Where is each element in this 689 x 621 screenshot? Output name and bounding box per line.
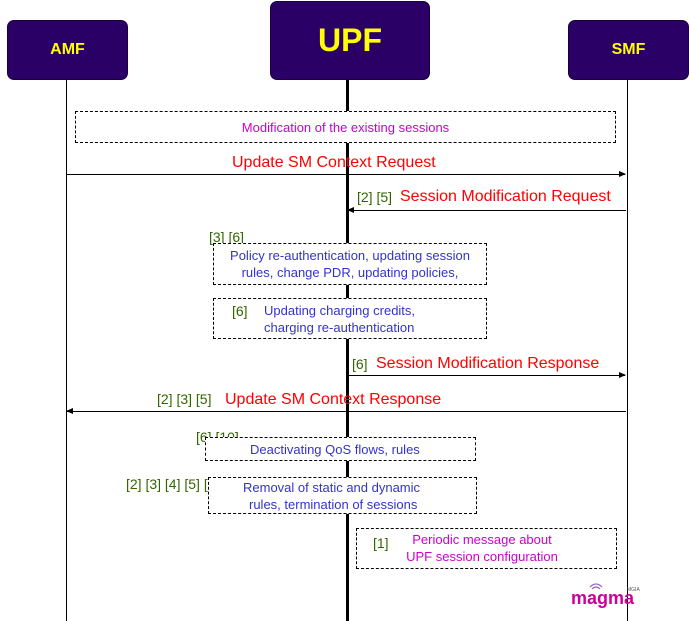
charging-note-line2: charging re-authentication [264, 320, 415, 335]
amf-participant: AMF [7, 20, 128, 80]
periodic-note: [1] Periodic message about UPF session c… [356, 528, 617, 569]
policy-note: Policy re-authentication, updating sessi… [213, 243, 487, 285]
modification-note: Modification of the existing sessions [75, 111, 616, 143]
charging-note-line1: Updating charging credits, [264, 303, 416, 318]
session-mod-response-ref: [6] [352, 356, 368, 372]
upf-lifeline [346, 80, 349, 621]
periodic-ref: [1] [373, 535, 389, 551]
session-mod-response-label: Session Modification Response [376, 355, 600, 372]
removal-note-line2: rules, termination of sessions [249, 496, 418, 512]
charging-note-body: [6] Updating charging credits, charging … [214, 299, 486, 338]
charging-note: [6] Updating charging credits, charging … [213, 298, 487, 339]
charging-ref: [6] [232, 303, 248, 319]
magma-logo-sup: MGIA [627, 587, 640, 593]
policy-note-line2: rules, change PDR, updating policies, [241, 265, 459, 280]
session-mod-request-label: Session Modification Request [400, 188, 611, 205]
deactivating-note: Deactivating QoS flows, rules [205, 437, 476, 461]
magma-logo [589, 583, 603, 590]
removal-note: Removal of static and dynamic rules, ter… [208, 477, 477, 514]
magma-logo-text: magma [571, 588, 635, 608]
policy-note-line1: Policy re-authentication, updating sessi… [230, 248, 470, 263]
update-sm-request-label: Update SM Context Request [232, 154, 436, 171]
smf-participant: SMF [568, 20, 689, 80]
session-mod-response-arrow [348, 372, 626, 378]
session-mod-request-ref: [2] [5] [357, 189, 393, 205]
update-sm-response-label: Update SM Context Response [225, 391, 442, 408]
session-mod-request-arrow [347, 207, 626, 213]
modification-note-text: Modification of the existing sessions [241, 119, 450, 135]
upf-participant: UPF [270, 1, 430, 80]
policy-ref: [3] [6] [209, 229, 245, 245]
update-sm-request-arrow [67, 171, 626, 177]
charging-note-text: Updating charging credits, charging re-a… [264, 302, 415, 336]
logo-signal-icon [589, 583, 603, 590]
update-sm-response-arrow [66, 408, 626, 414]
removal-ref: [2] [3] [4] [5] [6] [126, 476, 220, 492]
periodic-note-line1: Periodic message about [412, 532, 552, 547]
periodic-note-text: Periodic message about UPF session confi… [397, 531, 567, 565]
periodic-note-body: [1] Periodic message about UPF session c… [357, 529, 616, 568]
periodic-note-line2: UPF session configuration [406, 549, 558, 564]
amf-lifeline [66, 80, 67, 621]
removal-note-line1: Removal of static and dynamic [243, 479, 421, 495]
update-sm-response-ref: [2] [3] [5] [157, 391, 212, 407]
deactivating-note-text: Deactivating QoS flows, rules [250, 441, 420, 457]
smf-lifeline [627, 80, 628, 621]
